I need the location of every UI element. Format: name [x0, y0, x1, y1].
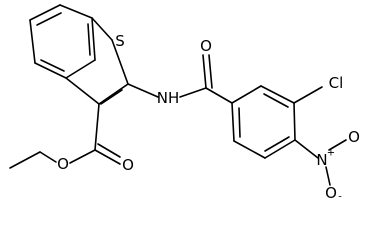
chloronitrophenyl-ring: [231, 85, 296, 159]
thiophene-ring: [65, 17, 129, 105]
chlorine-atom-label: Cl: [329, 74, 344, 92]
nitro-nitrogen-label: N: [316, 151, 327, 169]
amide-linker: [127, 54, 233, 104]
nitro-nitrogen-charge: +: [327, 148, 335, 159]
nitro-oxygen-top-label: O: [348, 128, 360, 146]
ester-group: [9, 103, 121, 169]
sulfur-atom-label: S: [115, 32, 125, 50]
amide-nitrogen-label: NH: [157, 89, 180, 107]
ester-oxygen-label: O: [57, 155, 69, 173]
amide-oxygen-label: O: [200, 37, 212, 55]
ester-carbonyl-oxygen-label: O: [122, 156, 134, 174]
nitro-oxygen-bottom-charge: -: [338, 192, 342, 203]
benzo-ring: [29, 4, 96, 79]
substituents: [293, 86, 347, 186]
chemical-structure: S NH O O O Cl N + O O -: [9, 4, 360, 203]
nitro-oxygen-bottom-label: O: [325, 184, 337, 202]
